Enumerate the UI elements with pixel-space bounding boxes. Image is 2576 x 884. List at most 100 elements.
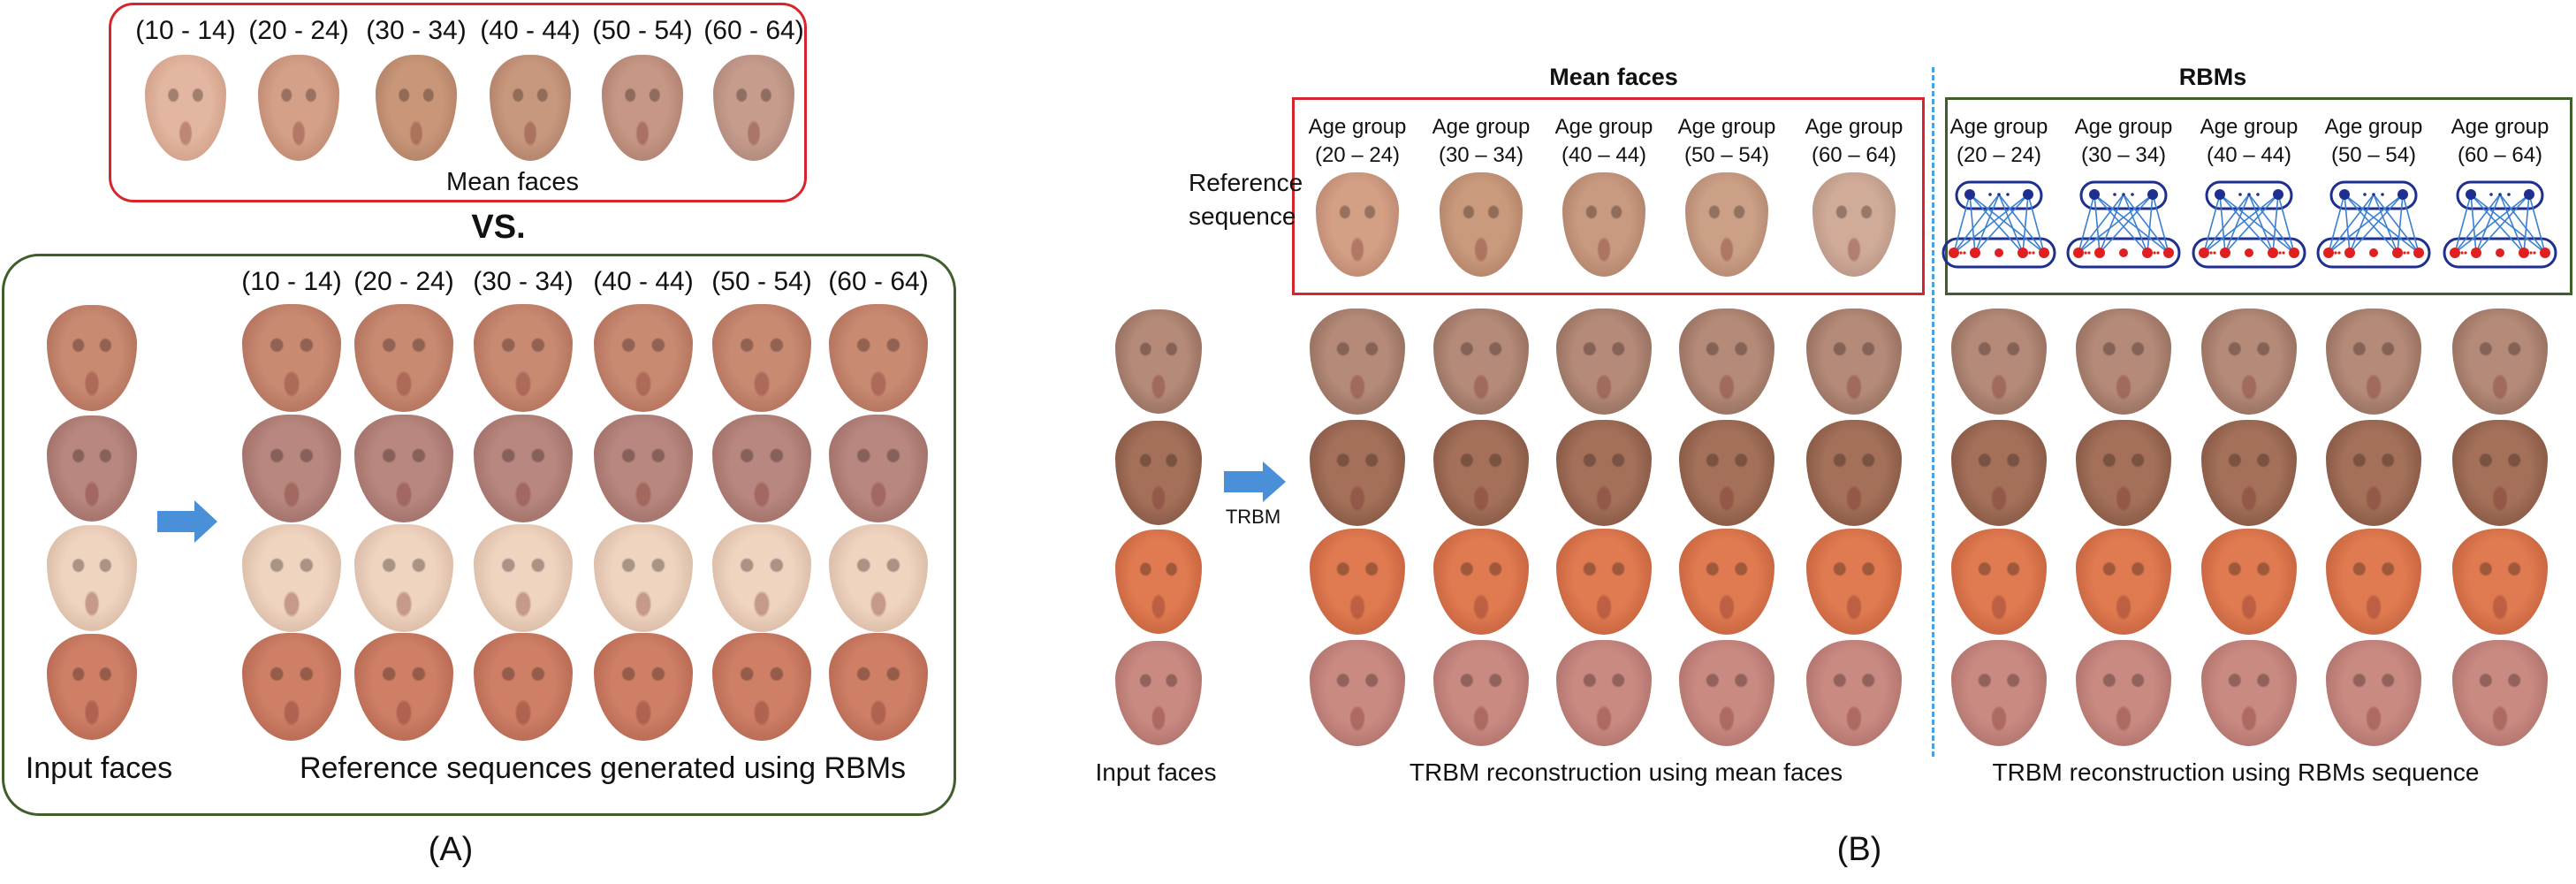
face-image [242, 633, 341, 741]
reference-sequences-caption: Reference sequences generated using RBMs [299, 751, 907, 785]
face-image [2076, 529, 2171, 635]
face-image [1316, 172, 1399, 277]
face-image [1951, 309, 2047, 415]
reference-age-label: (30 - 34) [473, 267, 574, 296]
face-image [47, 305, 137, 411]
face-image [1812, 172, 1896, 277]
face-image [2201, 420, 2297, 526]
face-image [2076, 420, 2171, 526]
face-image [712, 304, 811, 412]
mean-age-group-range: (40 – 44) [1561, 143, 1647, 167]
face-image [2326, 529, 2421, 635]
face-image [47, 525, 137, 631]
rbm-age-group-title: Age group [2451, 115, 2549, 139]
face-image [242, 415, 341, 522]
rbm-network-icon [2443, 180, 2557, 269]
mean-age-label: (30 - 34) [366, 16, 467, 45]
face-image [354, 415, 453, 522]
face-image [354, 524, 453, 632]
face-image [1951, 640, 2047, 746]
rbms-reference-box [1945, 97, 2572, 295]
face-image [1806, 420, 1902, 526]
face-image [1115, 309, 1202, 414]
face-image [2452, 420, 2548, 526]
mean-age-group-title: Age group [1554, 115, 1653, 139]
mean-age-group-range: (20 – 24) [1314, 143, 1401, 167]
face-image [2326, 420, 2421, 526]
face-image [713, 55, 794, 161]
panel-b-input-faces-caption: Input faces [1095, 758, 1217, 786]
face-image [2452, 529, 2548, 635]
mean-age-label: (60 - 64) [703, 16, 804, 45]
face-image [829, 415, 928, 522]
rbms-header: RBMs [2178, 64, 2247, 90]
rbm-age-group-title: Age group [2324, 115, 2423, 139]
face-image [354, 633, 453, 741]
face-image [1679, 640, 1774, 746]
face-image [1115, 421, 1202, 525]
face-image [1562, 172, 1645, 277]
face-image [474, 304, 573, 412]
face-image [2201, 529, 2297, 635]
face-image [1115, 530, 1202, 634]
face-image [1556, 640, 1652, 746]
mean-age-label: (50 - 54) [592, 16, 693, 45]
reference-age-label: (40 - 44) [593, 267, 694, 296]
mean-age-group-title: Age group [1432, 115, 1531, 139]
face-image [47, 634, 137, 740]
rbm-reference-box [2, 254, 956, 816]
face-image [242, 524, 341, 632]
face-image [594, 633, 693, 741]
face-image [1806, 640, 1902, 746]
face-image [829, 524, 928, 632]
face-image [1556, 420, 1652, 526]
reference-age-label: (50 - 54) [711, 267, 812, 296]
face-image [1310, 420, 1405, 526]
rbm-age-group-range: (60 – 64) [2457, 143, 2543, 167]
face-image [712, 524, 811, 632]
vs-label: VS. [471, 209, 526, 246]
face-image [145, 55, 226, 161]
mean-age-label: (10 - 14) [135, 16, 236, 45]
mean-age-label: (20 - 24) [248, 16, 349, 45]
face-image [1310, 309, 1405, 415]
mean-age-group-title: Age group [1677, 115, 1776, 139]
mean-age-group-title: Age group [1308, 115, 1407, 139]
face-image [1951, 420, 2047, 526]
face-image [712, 415, 811, 522]
mean-faces-box [109, 3, 807, 202]
face-image [2452, 309, 2548, 415]
face-image [1440, 172, 1523, 277]
face-image [829, 304, 928, 412]
reference-age-label: (60 - 64) [828, 267, 929, 296]
face-image [474, 415, 573, 522]
reference-sequence-label: Reference sequence [1189, 169, 1303, 230]
face-image [2326, 309, 2421, 415]
face-image [2452, 640, 2548, 746]
mean-faces-header: Mean faces [1549, 64, 1678, 90]
face-image [1679, 420, 1774, 526]
face-image [1806, 529, 1902, 635]
face-image [1433, 529, 1529, 635]
face-image [2201, 640, 2297, 746]
face-image [1310, 640, 1405, 746]
face-image [712, 633, 811, 741]
rbm-age-group-title: Age group [2200, 115, 2299, 139]
face-image [829, 633, 928, 741]
mean-age-group-title: Age group [1805, 115, 1904, 139]
rbm-network-icon [2066, 180, 2181, 269]
trbm-arrow-label: TRBM [1225, 506, 1281, 528]
rbm-age-group-range: (30 – 34) [2080, 143, 2167, 167]
face-image [594, 524, 693, 632]
face-image [1556, 529, 1652, 635]
face-image [490, 55, 571, 161]
face-image [47, 415, 137, 522]
panel-a-label: (A) [428, 831, 474, 868]
face-image [474, 524, 573, 632]
rbm-reconstruction-caption: TRBM reconstruction using RBMs sequence [1992, 758, 2480, 786]
rbm-network-icon [2192, 180, 2306, 269]
mean-age-group-range: (30 – 34) [1438, 143, 1524, 167]
rbm-age-group-title: Age group [2074, 115, 2173, 139]
face-image [376, 55, 457, 161]
face-image [1433, 640, 1529, 746]
